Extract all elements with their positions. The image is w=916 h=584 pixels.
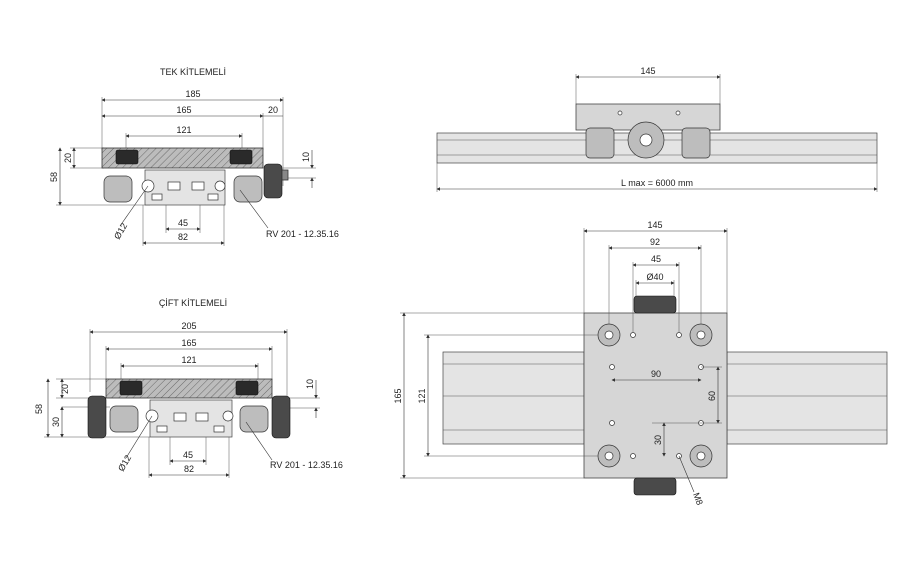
cift-dim-10: 10 [305, 379, 315, 389]
side-wheel-right [681, 127, 711, 159]
top-dim-145: 145 [647, 220, 662, 230]
side-dim-145: 145 [640, 66, 655, 76]
cift-title: ÇİFT KİTLEMELİ [159, 298, 227, 308]
tek-dim-185: 185 [185, 89, 200, 99]
cift-dim-205: 205 [181, 321, 196, 331]
top-dim-165: 165 [393, 388, 403, 403]
top-dim-45: 45 [651, 254, 661, 264]
view-side: 145 L max = 6000 mm [436, 66, 878, 192]
top-clamp-knob-top [633, 295, 677, 314]
tek-dim-20v: 20 [63, 153, 73, 163]
tek-dim-20: 20 [268, 105, 278, 115]
tek-wheel-left [103, 175, 133, 203]
cift-dim-phi12: Ø12 [116, 453, 133, 473]
top-dim-60: 60 [707, 391, 717, 401]
tek-dim-45: 45 [178, 218, 188, 228]
tek-dim-phi12: Ø12 [112, 221, 129, 241]
side-dim-lmax: L max = 6000 mm [621, 178, 693, 188]
cift-dim-121: 121 [181, 355, 196, 365]
top-dim-30: 30 [653, 435, 663, 445]
top-dim-phi40: Ø40 [646, 272, 663, 282]
top-clamp-knob-bottom [633, 477, 677, 496]
cift-clamp-knob-right [271, 395, 291, 439]
tek-wheel-nut-right [229, 149, 253, 165]
tek-dim-82: 82 [178, 232, 188, 242]
top-rail-left [442, 351, 585, 445]
cift-dim-82: 82 [184, 464, 194, 474]
tek-clamp-knob [263, 163, 283, 199]
cift-dim-45: 45 [183, 450, 193, 460]
tek-dim-rv: RV 201 - 12.35.16 [266, 229, 339, 239]
top-dim-m8: M8 [691, 491, 705, 506]
tek-wheel-nut-left [115, 149, 139, 165]
cift-dim-165: 165 [181, 338, 196, 348]
side-wheel-left [585, 127, 615, 159]
top-rail-right [726, 351, 888, 445]
tek-dim-10: 10 [301, 152, 311, 162]
cift-dim-rv: RV 201 - 12.35.16 [270, 460, 343, 470]
tek-dim-121: 121 [176, 125, 191, 135]
top-dim-92: 92 [650, 237, 660, 247]
tek-wheel-right [233, 175, 263, 203]
cift-plate-section [105, 378, 273, 399]
tek-plate-section [101, 147, 264, 169]
tek-dim-58: 58 [49, 172, 59, 182]
view-cift-kitlemeli: ÇİFT KİTLEMELİ 205 165 121 20 58 30 10 [34, 298, 343, 478]
tek-title: TEK KİTLEMELİ [160, 67, 226, 77]
top-dim-90: 90 [651, 369, 661, 379]
tek-dim-165: 165 [176, 105, 191, 115]
top-dim-121: 121 [417, 388, 427, 403]
cift-clamp-knob-left [87, 395, 107, 439]
view-tek-kitlemeli: TEK KİTLEMELİ 185 165 20 121 20 58 10 [49, 67, 339, 246]
cift-wheel-right [239, 405, 269, 433]
cift-wheel-left [109, 405, 139, 433]
cift-dim-58: 58 [34, 404, 44, 414]
view-top: 145 92 45 Ø40 165 121 90 60 30 M8 [393, 220, 888, 506]
cift-dim-30: 30 [51, 417, 61, 427]
cift-dim-20v: 20 [60, 384, 70, 394]
